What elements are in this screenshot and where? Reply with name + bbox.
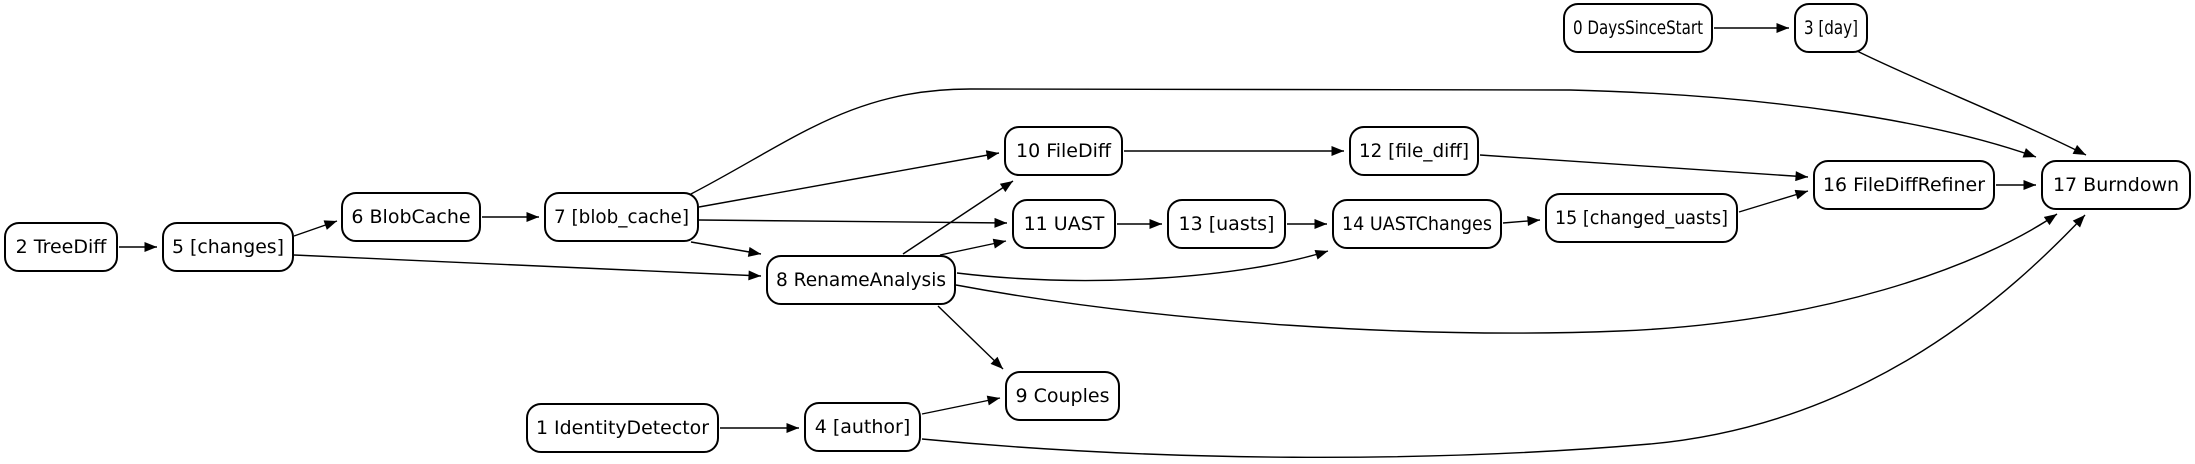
edge-14-to-15 <box>1502 216 1541 226</box>
node-15-changed-uasts: 15 [changed_uasts] <box>1545 193 1738 243</box>
edge-12-to-16 <box>1479 154 1809 182</box>
node-label-9-couples: 9 Couples <box>1016 385 1110 407</box>
edge-5-to-6 <box>293 220 338 237</box>
node-11-uast: 11 UAST <box>1012 199 1116 249</box>
node-label-1-identitydetector: 1 IdentityDetector <box>536 417 709 439</box>
edge-7-to-8 <box>690 241 762 257</box>
node-box-0-dayssincestart <box>1563 3 1713 53</box>
node-box-9-couples <box>1005 371 1120 421</box>
edge-8-to-17 <box>955 213 2058 334</box>
node-box-1-identitydetector <box>526 403 719 453</box>
node-14-uastchanges: 14 UASTChanges <box>1332 199 1502 249</box>
node-10-filediff: 10 FileDiff <box>1004 126 1123 176</box>
node-9-couples: 9 Couples <box>1005 371 1120 421</box>
node-17-burndown: 17 Burndown <box>2041 160 2191 210</box>
node-label-2-treediff: 2 TreeDiff <box>16 236 108 258</box>
edge-4-to-17 <box>921 214 2086 459</box>
node-label-17-burndown: 17 Burndown <box>2053 174 2179 196</box>
node-label-10-filediff: 10 FileDiff <box>1016 140 1112 162</box>
node-2-treediff: 2 TreeDiff <box>4 222 118 272</box>
node-5-changes: 5 [changes] <box>162 222 294 272</box>
node-12-file-diff: 12 [file_diff] <box>1349 126 1479 176</box>
node-label-15-changed-uasts: 15 [changed_uasts] <box>1555 207 1728 229</box>
node-3-day: 3 [day] <box>1794 3 1868 53</box>
node-box-5-changes <box>162 222 294 272</box>
node-label-7-blob-cache: 7 [blob_cache] <box>554 206 689 228</box>
node-box-2-treediff <box>4 222 118 272</box>
edge-7-to-11 <box>698 217 1008 228</box>
node-box-12-file-diff <box>1349 126 1479 176</box>
node-label-4-author: 4 [author] <box>815 416 911 438</box>
edge-3-to-17 <box>1856 50 2087 156</box>
edge-5-to-8 <box>293 254 762 281</box>
node-box-4-author <box>804 402 921 452</box>
node-box-3-day <box>1794 3 1868 53</box>
node-box-8-renameanalysis <box>766 255 956 305</box>
node-box-13-uasts <box>1167 199 1286 249</box>
node-label-5-changes: 5 [changes] <box>172 236 284 258</box>
node-label-16-filediffrefiner: 16 FileDiffRefiner <box>1823 174 1985 196</box>
node-7-blob-cache: 7 [blob_cache] <box>544 192 699 242</box>
node-box-16-filediffrefiner <box>1813 160 1995 210</box>
node-box-15-changed-uasts <box>1545 193 1738 243</box>
node-label-3-day: 3 [day] <box>1804 17 1858 39</box>
node-box-11-uast <box>1012 199 1116 249</box>
edge-8-to-9 <box>937 305 1004 370</box>
edge-8-to-10 <box>902 180 1014 255</box>
node-13-uasts: 13 [uasts] <box>1167 199 1286 249</box>
node-0-dayssincestart: 0 DaysSinceStart <box>1563 3 1713 53</box>
node-8-renameanalysis: 8 RenameAnalysis <box>766 255 956 305</box>
node-label-0-dayssincestart: 0 DaysSinceStart <box>1573 17 1703 39</box>
node-4-author: 4 [author] <box>804 402 921 452</box>
node-label-11-uast: 11 UAST <box>1024 213 1105 235</box>
node-1-identitydetector: 1 IdentityDetector <box>526 403 719 453</box>
node-box-10-filediff <box>1004 126 1123 176</box>
node-label-12-file-diff: 12 [file_diff] <box>1359 140 1469 162</box>
node-label-8-renameanalysis: 8 RenameAnalysis <box>776 269 946 291</box>
edge-7-to-10 <box>698 150 1000 208</box>
node-box-6-blobcache <box>341 192 481 242</box>
node-16-filediffrefiner: 16 FileDiffRefiner <box>1813 160 1995 210</box>
node-label-6-blobcache: 6 BlobCache <box>351 206 470 228</box>
node-box-17-burndown <box>2041 160 2191 210</box>
node-box-14-uastchanges <box>1332 199 1502 249</box>
node-label-14-uastchanges: 14 UASTChanges <box>1342 213 1492 235</box>
edge-15-to-16 <box>1738 189 1809 213</box>
edge-8-to-11 <box>939 238 1007 256</box>
node-box-7-blob-cache <box>544 192 699 242</box>
node-6-blobcache: 6 BlobCache <box>341 192 481 242</box>
node-label-13-uasts: 13 [uasts] <box>1179 213 1275 235</box>
edge-8-to-14 <box>956 249 1329 282</box>
edge-4-to-9 <box>921 395 1001 415</box>
